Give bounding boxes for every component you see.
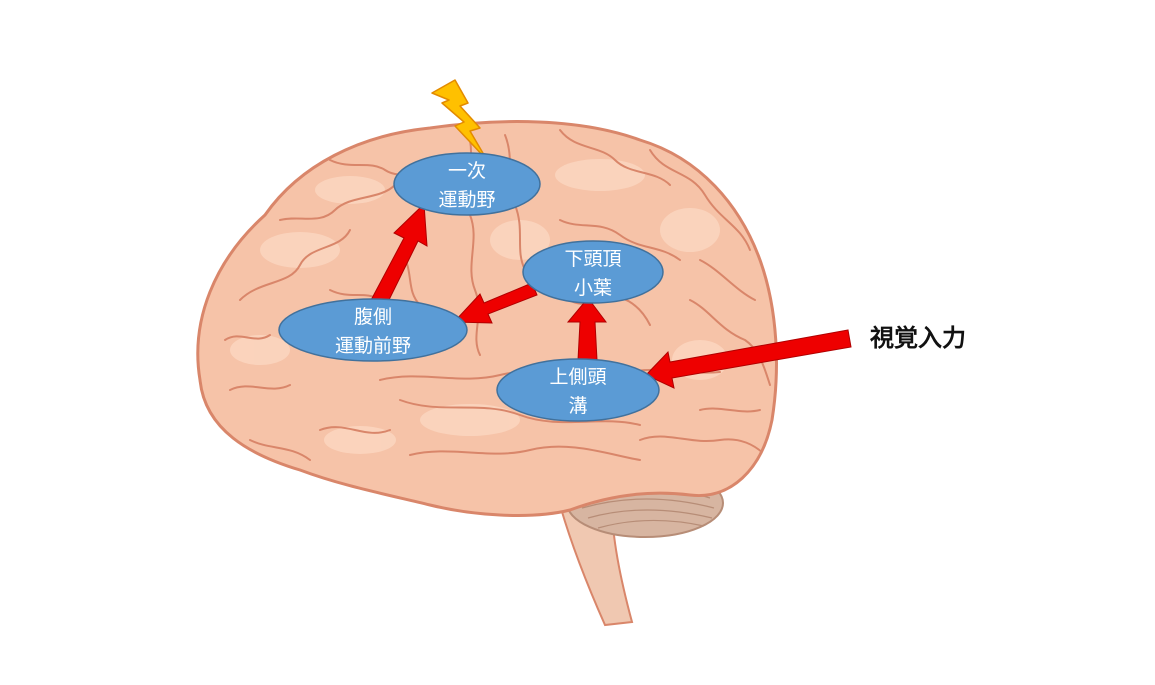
- region-superior-temporal: 上側頭 溝: [496, 358, 660, 422]
- region-label-line2: 溝: [568, 395, 587, 417]
- arrow-icon: [452, 282, 538, 324]
- region-label-line1: 一次: [448, 160, 486, 182]
- region-label-line2: 小葉: [574, 277, 612, 299]
- arrow-icon: [566, 297, 607, 361]
- arrows: [369, 202, 852, 389]
- region-label-line1: 下頭頂: [564, 248, 621, 270]
- region-label-line2: 運動野: [438, 189, 495, 211]
- visual-input-label: 視覚入力: [869, 324, 966, 352]
- region-primary-motor: 一次 運動野: [393, 152, 541, 216]
- arrow-icon: [645, 329, 852, 389]
- arrow-icon: [369, 202, 428, 309]
- region-label-line2: 運動前野: [335, 335, 411, 357]
- region-ventral-premotor: 腹側 運動前野: [278, 298, 468, 362]
- region-label-line1: 腹側: [354, 306, 392, 328]
- lightning-icon: [431, 79, 488, 161]
- region-label-line1: 上側頭: [549, 366, 606, 388]
- region-inferior-parietal: 下頭頂 小葉: [522, 240, 664, 304]
